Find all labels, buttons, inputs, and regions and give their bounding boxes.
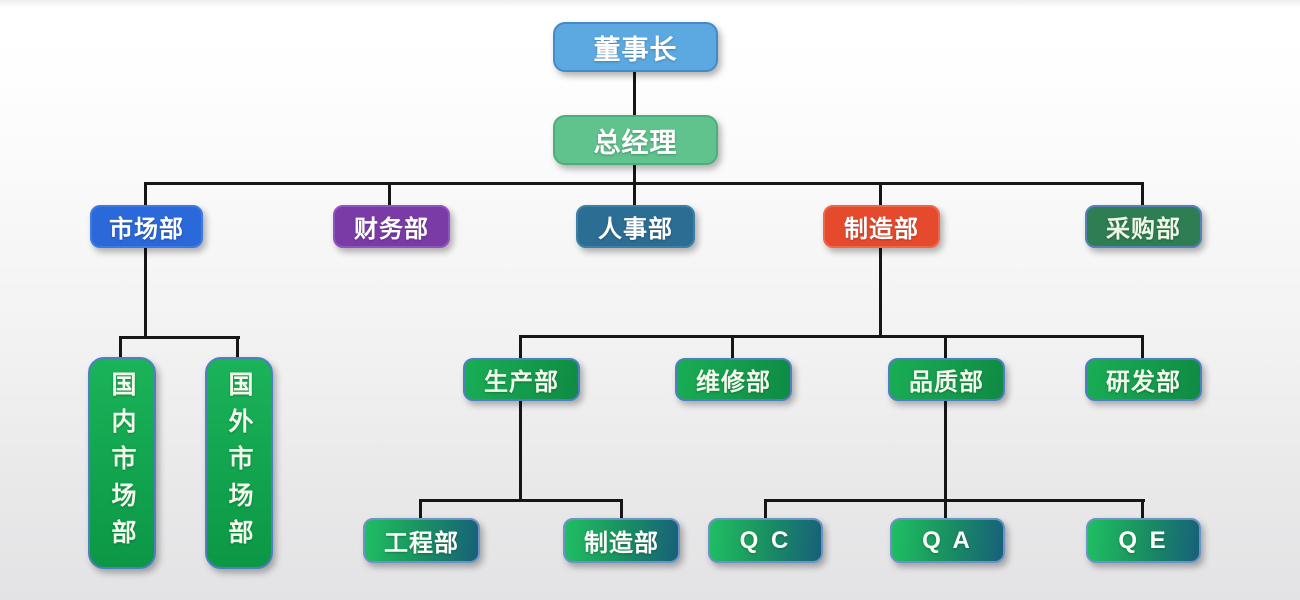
connector-line: [633, 70, 636, 116]
node-qe: Q E: [1086, 518, 1201, 563]
node-qa: Q A: [890, 518, 1005, 563]
connector-line: [1141, 499, 1144, 519]
connector-line: [879, 182, 882, 206]
connector-line: [764, 499, 767, 519]
connector-line: [388, 182, 391, 206]
connector-line: [119, 336, 240, 339]
node-purchasing-dept: 采购部: [1085, 205, 1202, 248]
connector-line: [1141, 335, 1144, 359]
node-foreign-market-dept: 国外市场部: [205, 357, 273, 569]
node-chairman: 董事长: [553, 22, 718, 72]
node-general-manager: 总经理: [553, 115, 718, 165]
connector-line: [144, 182, 1144, 185]
node-production-dept: 生产部: [463, 358, 580, 401]
connector-line: [620, 499, 623, 519]
node-quality-dept: 品质部: [888, 358, 1005, 401]
connector-line: [519, 335, 1144, 338]
connector-line: [879, 246, 882, 338]
connector-line: [144, 246, 147, 339]
node-marketing-dept: 市场部: [90, 205, 203, 248]
node-manufacturing-sub-dept: 制造部: [563, 518, 680, 563]
connector-line: [236, 336, 239, 358]
connector-line: [944, 399, 947, 519]
connector-line: [519, 335, 522, 359]
node-qc: Q C: [708, 518, 823, 563]
connector-line: [419, 499, 422, 519]
node-rnd-dept: 研发部: [1085, 358, 1202, 401]
connector-line: [119, 336, 122, 358]
node-manufacturing-dept: 制造部: [823, 205, 940, 248]
connector-line: [419, 499, 623, 502]
connector-line: [519, 399, 522, 502]
node-finance-dept: 财务部: [333, 205, 450, 248]
connector-line: [1141, 182, 1144, 206]
connector-line: [633, 164, 636, 206]
node-engineering-dept: 工程部: [363, 518, 480, 563]
node-hr-dept: 人事部: [576, 205, 695, 248]
node-domestic-market-dept: 国内市场部: [88, 357, 156, 569]
connector-line: [731, 335, 734, 359]
connector-line: [764, 499, 1145, 502]
node-maintenance-dept: 维修部: [675, 358, 792, 401]
connector-line: [944, 335, 947, 359]
connector-line: [144, 182, 147, 206]
